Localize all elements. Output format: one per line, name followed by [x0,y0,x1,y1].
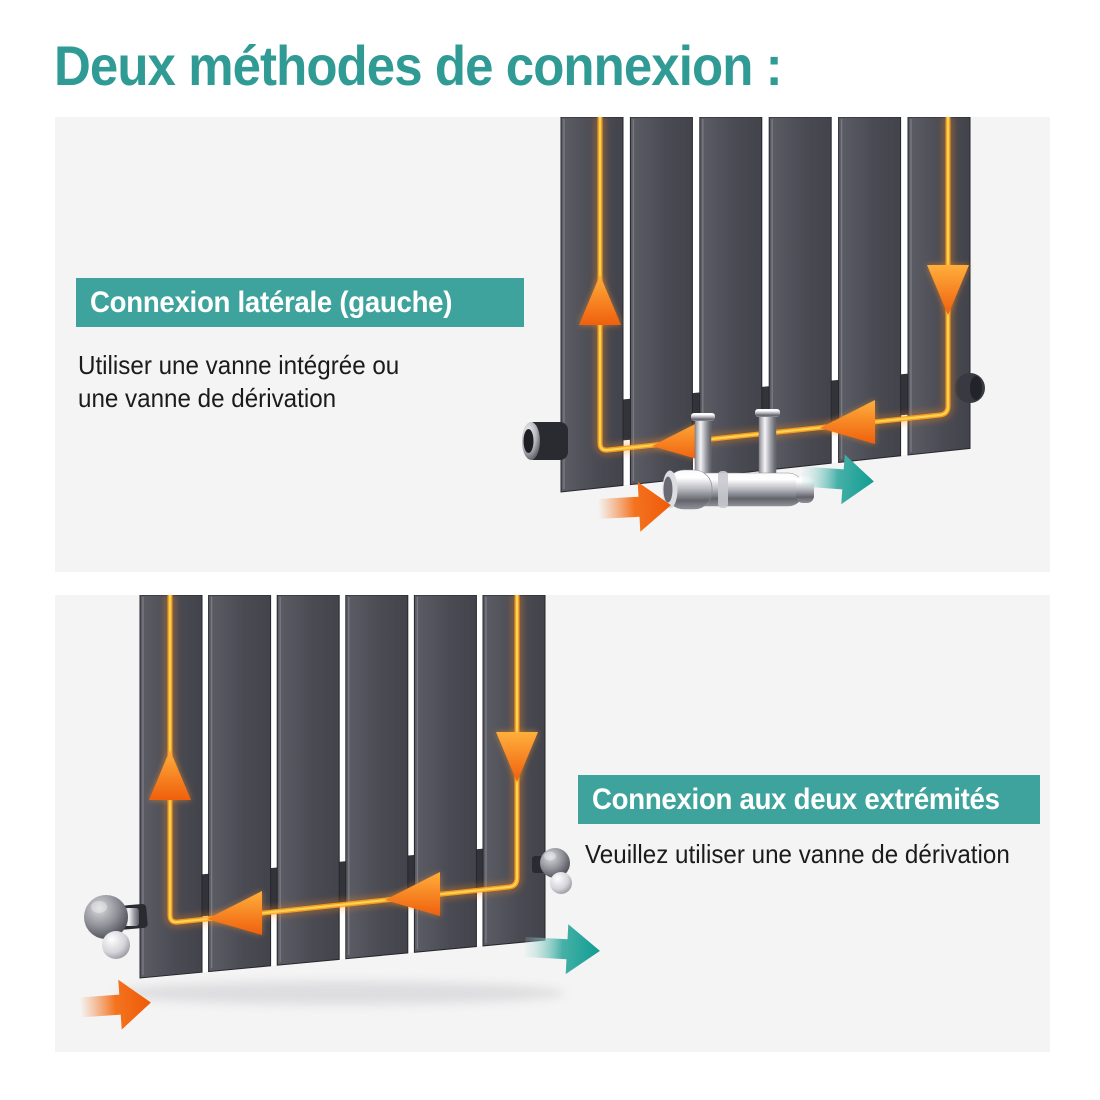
page-title: Deux méthodes de connexion : [54,34,783,97]
outlet-arrow-icon [524,924,600,975]
valve-left [84,895,148,959]
section-description: Veuillez utiliser une vanne de dérivatio… [585,838,1042,871]
flow-left-arrow-icon [385,872,440,916]
air-vent-right [955,373,985,403]
flow-down-arrow-icon [496,732,538,782]
section-label-text: Connexion aux deux extrémités [592,782,1000,816]
panel-edge-highlights [142,597,487,975]
section-side-connection: Connexion latérale (gauche) Utiliser une… [55,117,1050,572]
radiator-shadow [115,981,565,1005]
description-line: une vanne de dérivation [78,383,337,413]
flow-left-arrow-icon [820,400,875,444]
section-label-text: Connexion latérale (gauche) [90,285,453,319]
flow-down-arrow-icon [927,265,969,315]
description-line: Veuillez utiliser une vanne de dérivatio… [585,839,1010,869]
description-line: Utiliser une vanne intégrée ou [78,350,400,380]
outlet-arrow-icon [801,454,874,505]
integrated-valve [662,409,814,510]
radiator-both-ends-illustration [79,595,600,1030]
flow-path [164,595,523,928]
valve-right [532,848,572,894]
inlet-arrow-icon [79,979,151,1030]
flow-up-arrow-icon [579,275,621,325]
radiator-panels [560,117,971,493]
flow-left-arrow-icon [652,418,707,462]
section-description: Utiliser une vanne intégrée ou une vanne… [78,349,423,415]
radiator-side-connection-illustration [522,117,985,532]
section-label-side-connection: Connexion latérale (gauche) [76,278,524,327]
side-plug-left [522,422,568,460]
flow-up-arrow-icon [149,750,191,800]
section-label-both-ends: Connexion aux deux extrémités [578,775,1040,824]
inlet-arrow-icon [597,481,671,532]
flow-left-arrow-icon [207,891,262,935]
section-both-ends-connection: Connexion aux deux extrémités Veuillez u… [55,595,1050,1052]
